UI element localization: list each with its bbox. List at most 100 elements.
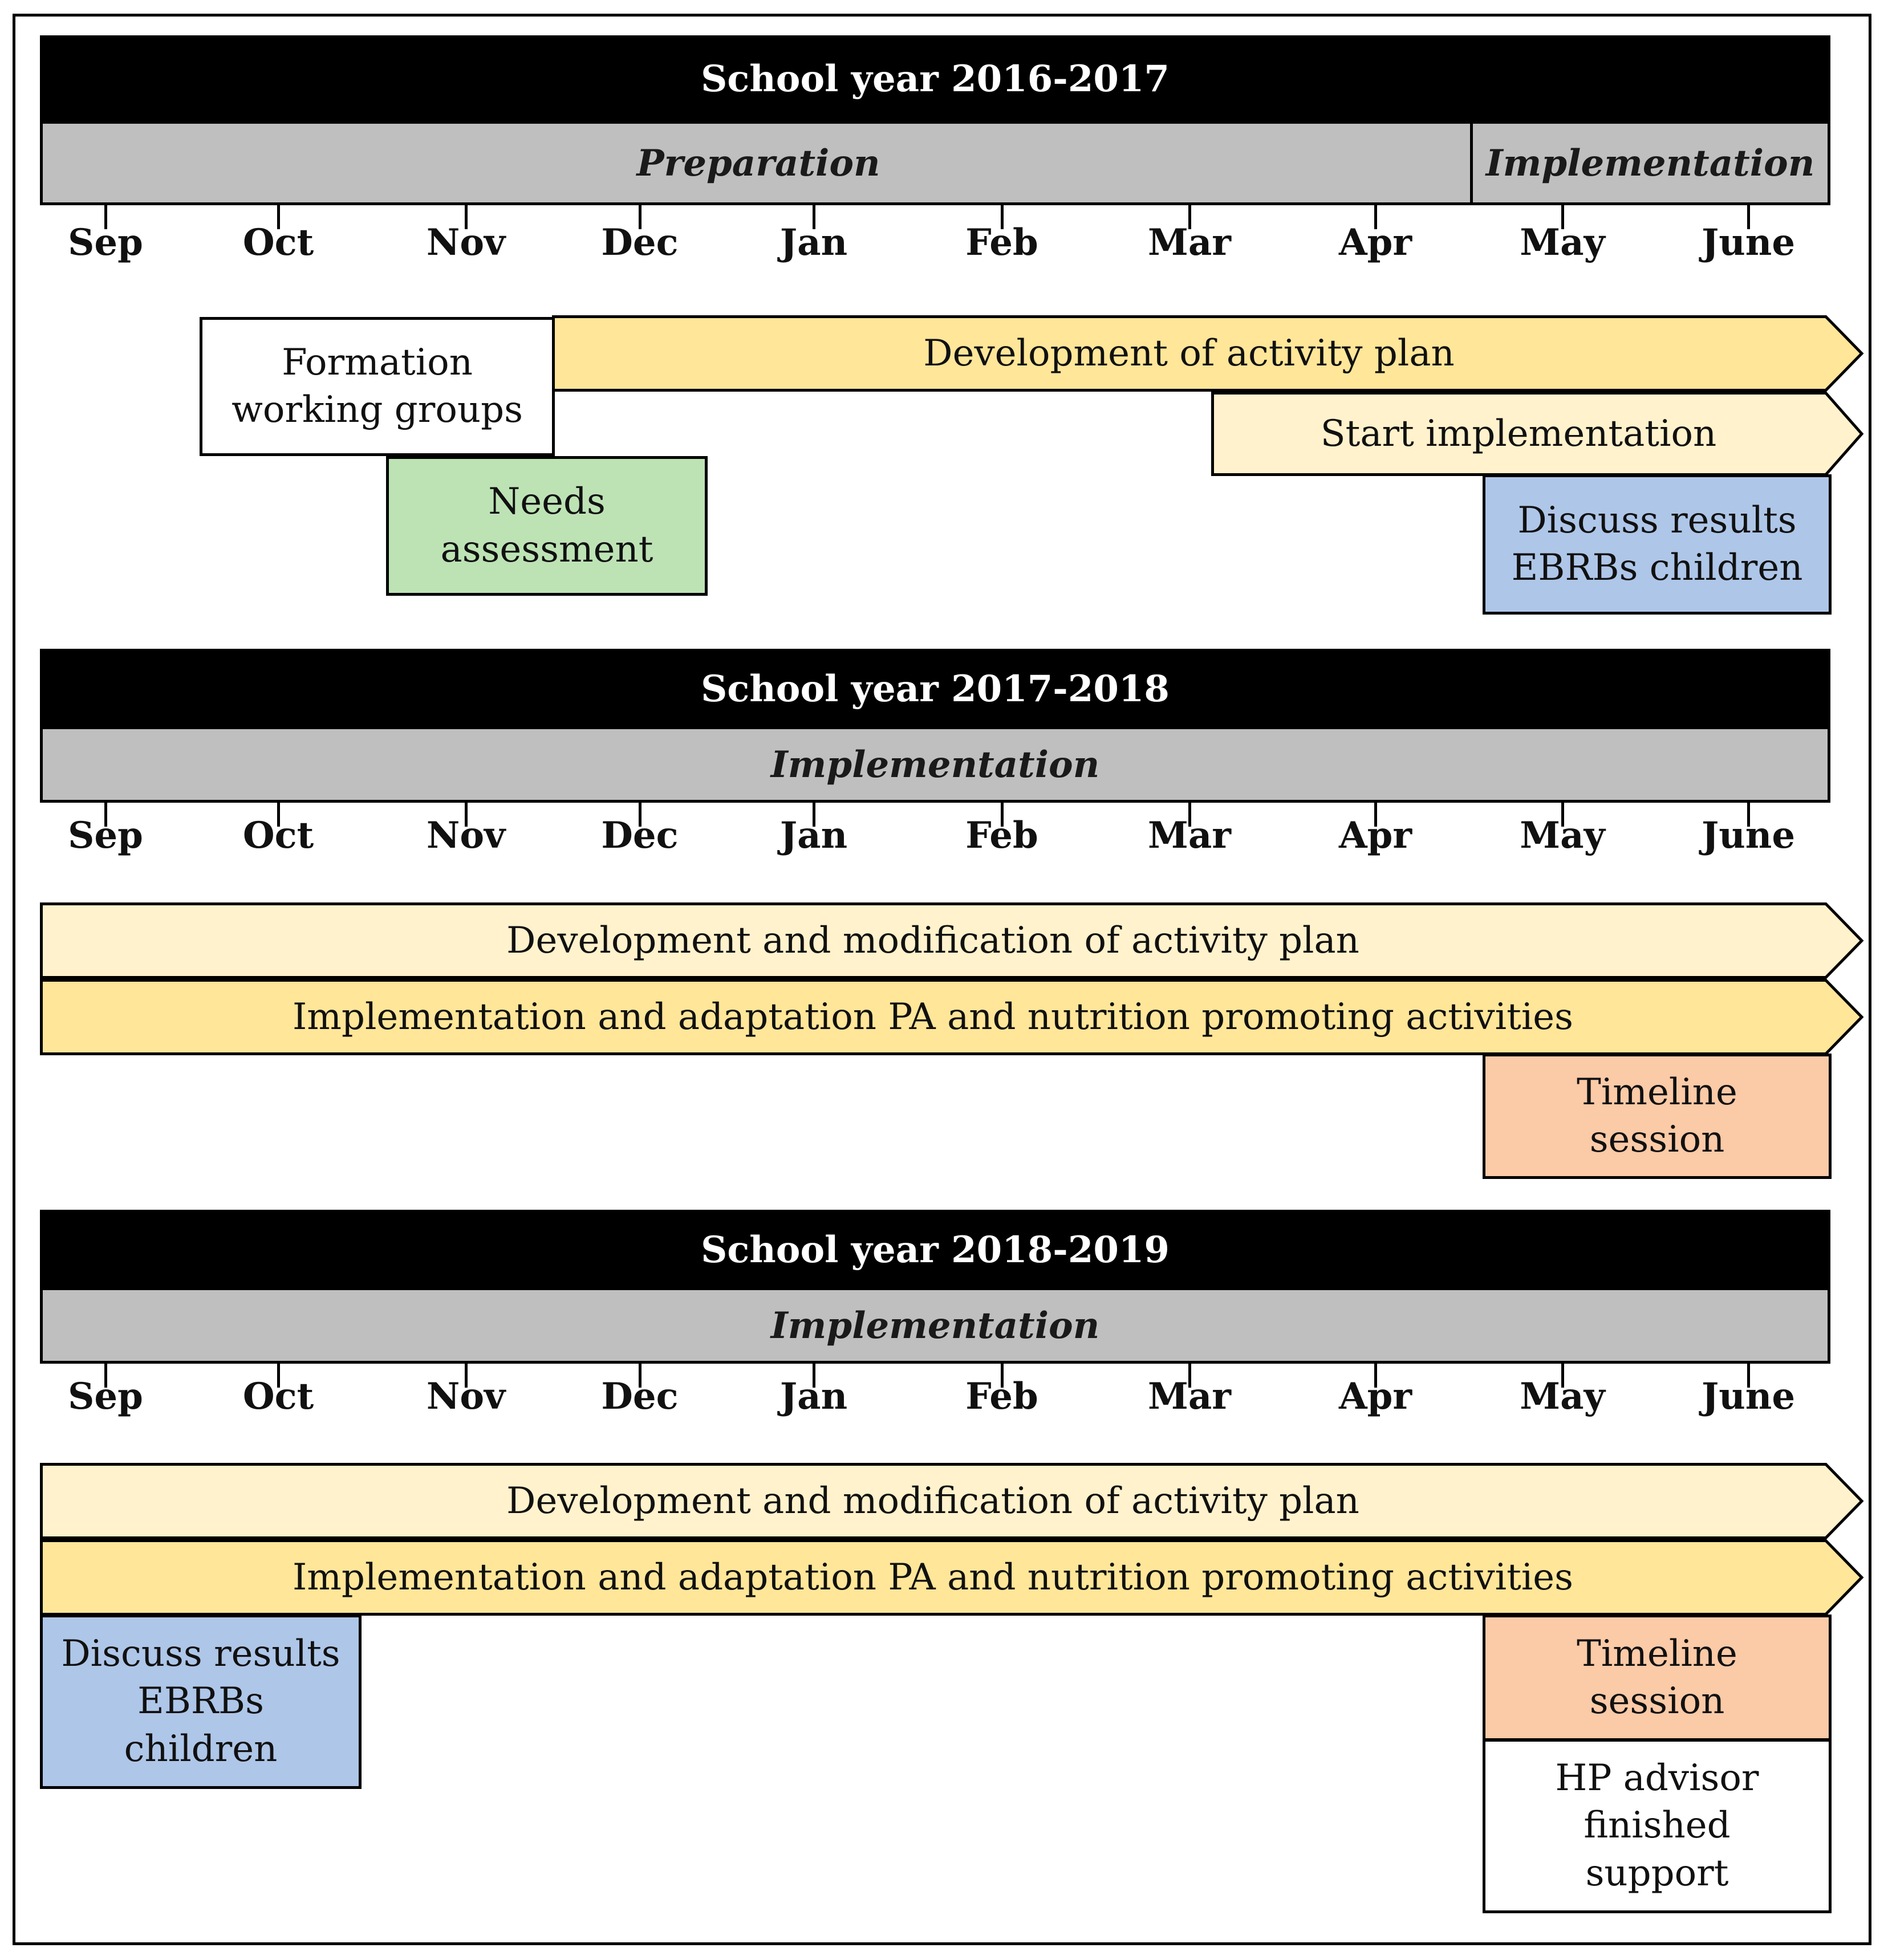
month-tick <box>639 204 641 229</box>
arrow-polygon <box>40 902 1864 979</box>
arrow-polygon <box>40 1539 1864 1616</box>
figure-frame <box>13 14 1871 1945</box>
month-tick <box>465 802 468 827</box>
month-label: May <box>1520 814 1605 857</box>
arrow-polygon <box>40 979 1864 1055</box>
year-title: School year 2018-2019 <box>40 1210 1830 1290</box>
month-tick <box>639 1363 641 1388</box>
month-tick <box>277 802 280 827</box>
month-tick <box>1747 802 1750 827</box>
month-label: Dec <box>601 1375 679 1418</box>
month-label: Apr <box>1338 814 1412 857</box>
month-label: Apr <box>1338 221 1412 264</box>
month-label: Mar <box>1147 814 1232 857</box>
month-tick <box>1188 802 1191 827</box>
arrow-shape <box>1211 392 1864 476</box>
arrow-shape <box>40 1539 1864 1616</box>
arrow-polygon <box>552 315 1864 392</box>
activity-label: Development and modification of activity… <box>506 1480 1359 1522</box>
month-tick <box>813 204 815 229</box>
month-tick <box>1188 204 1191 229</box>
month-label: Feb <box>965 221 1038 264</box>
month-label: May <box>1520 1375 1605 1418</box>
activity-label: Implementation and adaptation PA and nut… <box>293 996 1573 1038</box>
month-tick <box>639 802 641 827</box>
activity-box: Discuss results EBRBs children <box>1483 474 1832 615</box>
month-label: Mar <box>1147 221 1232 264</box>
activity-box: Needs assessment <box>386 456 708 596</box>
month-label: Nov <box>426 1375 506 1418</box>
month-tick <box>104 204 107 229</box>
month-label: Jan <box>779 221 848 264</box>
activity-box: Formation working groups <box>200 317 555 456</box>
activity-label: Development of activity plan <box>923 332 1455 375</box>
phase-bar: Implementation <box>40 726 1830 803</box>
year-title: School year 2017-2018 <box>40 649 1830 729</box>
month-label: Dec <box>601 814 679 857</box>
arrow-shape <box>40 979 1864 1055</box>
month-label: Nov <box>426 221 506 264</box>
month-label: Sep <box>68 1375 143 1418</box>
arrow-polygon <box>40 1463 1864 1539</box>
month-tick <box>1001 204 1004 229</box>
month-tick <box>104 802 107 827</box>
month-label: Feb <box>965 814 1038 857</box>
activity-label: Implementation and adaptation PA and nut… <box>293 1556 1573 1599</box>
activity-box: HP advisor finished support <box>1483 1739 1832 1913</box>
month-label: June <box>1701 814 1796 857</box>
month-tick <box>1374 1363 1377 1388</box>
activity-box: Timeline session <box>1483 1054 1832 1179</box>
month-tick <box>813 802 815 827</box>
month-label: Oct <box>242 814 314 857</box>
activity-label: Start implementation <box>1320 413 1717 455</box>
month-tick <box>465 1363 468 1388</box>
month-label: Nov <box>426 814 506 857</box>
month-label: June <box>1701 221 1796 264</box>
month-label: Oct <box>242 221 314 264</box>
month-tick <box>277 1363 280 1388</box>
arrow-polygon <box>1211 392 1864 476</box>
phase-bar: Implementation <box>1470 121 1830 205</box>
month-label: June <box>1701 1375 1796 1418</box>
activity-arrow: Development and modification of activity… <box>40 902 1864 979</box>
month-tick <box>1747 1363 1750 1388</box>
month-tick <box>465 204 468 229</box>
month-tick <box>1001 1363 1004 1388</box>
month-label: Mar <box>1147 1375 1232 1418</box>
activity-arrow: Implementation and adaptation PA and nut… <box>40 979 1864 1055</box>
activity-box: Discuss results EBRBs children <box>40 1615 362 1789</box>
month-label: Apr <box>1338 1375 1412 1418</box>
month-tick <box>1561 1363 1564 1388</box>
month-label: Sep <box>68 221 143 264</box>
phase-bar: Preparation <box>40 121 1477 205</box>
arrow-shape <box>552 315 1864 392</box>
month-label: Dec <box>601 221 679 264</box>
arrow-shape <box>40 902 1864 979</box>
month-tick <box>1374 802 1377 827</box>
month-label: Sep <box>68 814 143 857</box>
month-tick <box>1561 802 1564 827</box>
year-title: School year 2016-2017 <box>40 35 1830 122</box>
month-tick <box>1747 204 1750 229</box>
month-tick <box>1001 802 1004 827</box>
phase-bar: Implementation <box>40 1287 1830 1364</box>
month-label: May <box>1520 221 1605 264</box>
month-tick <box>813 1363 815 1388</box>
month-tick <box>1374 204 1377 229</box>
activity-arrow: Start implementation <box>1211 392 1864 476</box>
activity-arrow: Development of activity plan <box>552 315 1864 392</box>
activity-label: Development and modification of activity… <box>506 920 1359 962</box>
month-tick <box>1561 204 1564 229</box>
month-label: Feb <box>965 1375 1038 1418</box>
activity-arrow: Implementation and adaptation PA and nut… <box>40 1539 1864 1616</box>
month-label: Oct <box>242 1375 314 1418</box>
month-label: Jan <box>779 814 848 857</box>
month-tick <box>277 204 280 229</box>
month-tick <box>104 1363 107 1388</box>
activity-arrow: Development and modification of activity… <box>40 1463 1864 1539</box>
month-label: Jan <box>779 1375 848 1418</box>
arrow-shape <box>40 1463 1864 1539</box>
month-tick <box>1188 1363 1191 1388</box>
activity-box: Timeline session <box>1483 1615 1832 1741</box>
